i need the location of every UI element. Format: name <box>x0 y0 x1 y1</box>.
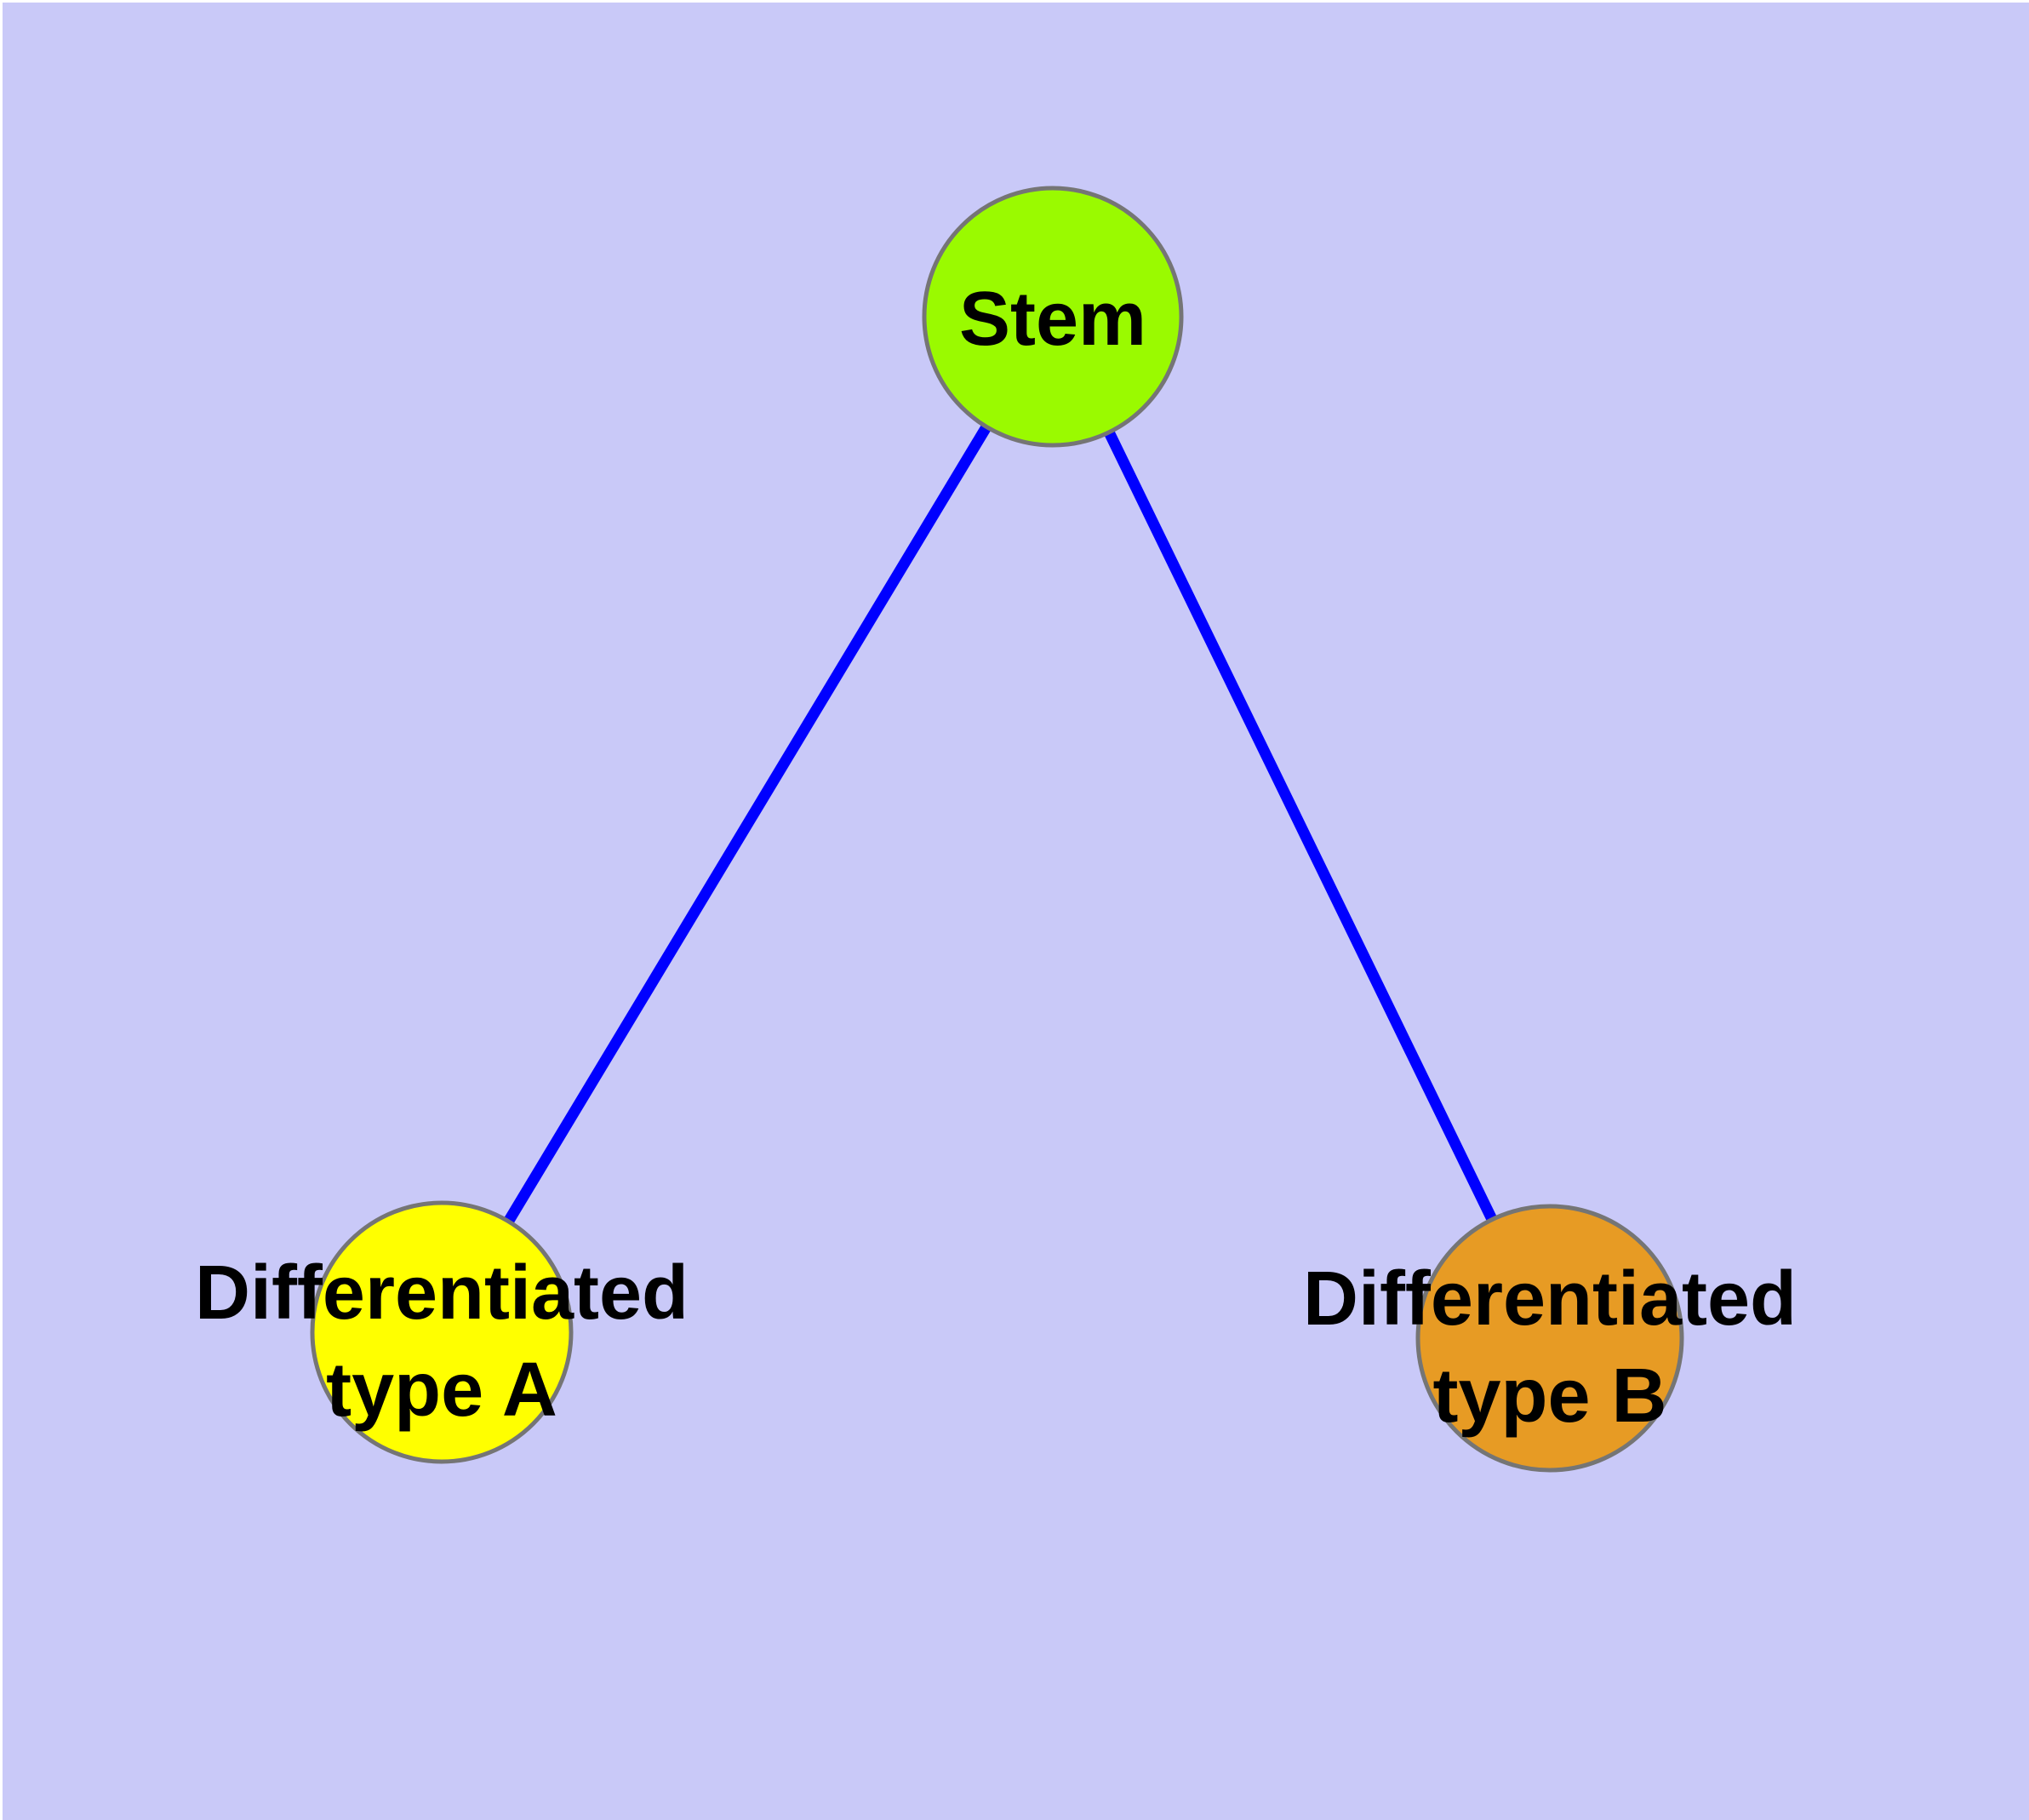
node-differentiated-type-b: Differentiated type B <box>1303 1204 1797 1473</box>
node-stem-circle <box>922 186 1184 448</box>
node-differentiated-type-a-label-line2: type A <box>326 1348 557 1433</box>
node-stem: Stem <box>922 186 1184 448</box>
edges <box>437 313 1555 1341</box>
node-differentiated-type-a: Differentiated type A <box>195 1200 689 1464</box>
node-differentiated-type-a-label-line1: Differentiated <box>195 1251 689 1336</box>
node-differentiated-type-b-label-line1: Differentiated <box>1303 1256 1797 1342</box>
node-differentiated-type-b-circle <box>1415 1204 1684 1473</box>
edge-stem-to-differentiated-type-b <box>1048 314 1555 1341</box>
node-differentiated-type-b-label-line2: type B <box>1432 1354 1666 1439</box>
node-stem-label: Stem <box>959 277 1146 362</box>
node-differentiated-type-a-circle <box>310 1200 574 1464</box>
edge-stem-to-differentiated-type-a <box>437 313 1058 1336</box>
